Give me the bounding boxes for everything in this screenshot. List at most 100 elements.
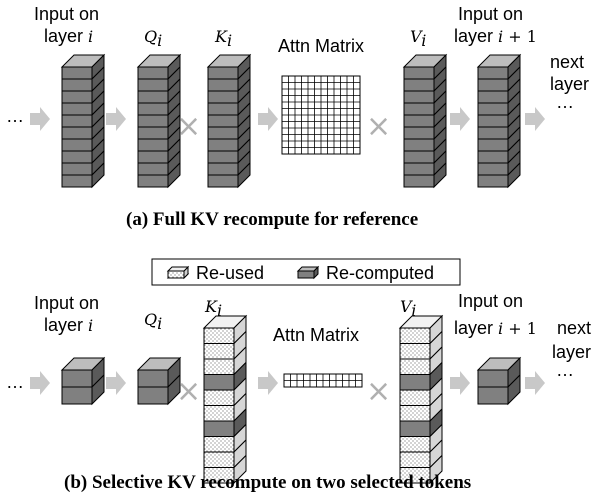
- a-attn-grid: [281, 75, 361, 155]
- panel-b: Re-used Re-computed Input on layer i Qi …: [6, 258, 591, 493]
- a-input-block-cell-0: [61, 66, 93, 80]
- b-q-label: Qi: [144, 310, 162, 333]
- b-arrow-0: [30, 371, 50, 395]
- b-arrow-4: [525, 371, 545, 395]
- a-next-input-block-cell-1: [477, 78, 509, 92]
- a-input-block: [60, 53, 106, 189]
- a-input-block-cell-5: [61, 126, 93, 140]
- b-next-input-label-line2: layer i + 1: [454, 318, 537, 338]
- b-v-block-cell-7: [399, 436, 431, 453]
- a-q-block-cell-6: [137, 138, 169, 152]
- a-arrow-4: [525, 107, 545, 131]
- b-next-layer-label-line2: layer: [552, 342, 591, 362]
- a-k-block-cell-2: [207, 90, 239, 104]
- b-k-label: Ki: [204, 297, 222, 320]
- a-input-block-cell-6: [61, 138, 93, 152]
- b-k-block: [202, 314, 248, 485]
- a-k-block-cell-1: [207, 78, 239, 92]
- a-k-block-cell-5: [207, 126, 239, 140]
- a-arrows: [30, 107, 545, 131]
- a-q-block-cell-5: [137, 126, 169, 140]
- a-k-block-cell-6: [207, 138, 239, 152]
- a-v-block-cell-6: [403, 138, 435, 152]
- a-input-block-cell-8: [61, 162, 93, 176]
- b-k-block-cell-3: [203, 374, 235, 391]
- b-v-block-cell-6: [399, 420, 431, 437]
- a-ellipsis-left: …: [6, 106, 24, 126]
- b-input-label-line1: Input on: [34, 293, 99, 313]
- b-arrows: [30, 371, 545, 395]
- a-attn-label: Attn Matrix: [278, 36, 364, 56]
- b-times-2: ×: [366, 374, 391, 409]
- b-v-block-cell-0: [399, 327, 431, 344]
- b-next-input-block-cell-0: [477, 369, 509, 388]
- b-q-block-cell-1: [137, 386, 169, 405]
- a-k-block-cell-4: [207, 114, 239, 128]
- a-v-block: [402, 53, 448, 189]
- a-v-block-cell-4: [403, 114, 435, 128]
- b-v-block-cell-2: [399, 358, 431, 375]
- b-v-block-cell-9: [399, 467, 431, 484]
- b-k-block-cell-8: [203, 451, 235, 468]
- a-next-input-label-line1: Input on: [458, 4, 523, 24]
- b-k-block-cell-1: [203, 343, 235, 360]
- a-next-input-block-cell-0: [477, 66, 509, 80]
- a-v-block-cell-7: [403, 150, 435, 164]
- b-v-block-cell-4: [399, 389, 431, 406]
- b-input-block: [60, 356, 106, 406]
- a-next-input-block-cell-8: [477, 162, 509, 176]
- a-input-label-line2: layer i: [44, 26, 93, 46]
- b-input-block-cell-1: [61, 386, 93, 405]
- b-v-block-cell-1: [399, 343, 431, 360]
- a-v-block-cell-8: [403, 162, 435, 176]
- a-input-block-cell-9: [61, 174, 93, 188]
- a-k-block: [206, 53, 252, 189]
- a-v-block-cell-9: [403, 174, 435, 188]
- a-next-input-block-cell-6: [477, 138, 509, 152]
- a-input-block-cell-2: [61, 90, 93, 104]
- b-blocks: [60, 314, 522, 485]
- a-k-block-cell-0: [207, 66, 239, 80]
- a-q-label: Qi: [144, 27, 162, 50]
- a-input-block-cell-7: [61, 150, 93, 164]
- a-arrow-3: [450, 107, 470, 131]
- legend-recomputed-label: Re-computed: [326, 263, 434, 283]
- b-next-input-block: [476, 356, 522, 406]
- b-next-input-block-cell-1: [477, 386, 509, 405]
- a-k-block-cell-7: [207, 150, 239, 164]
- a-next-input-block-cell-4: [477, 114, 509, 128]
- b-ellipsis-left: …: [6, 372, 24, 392]
- a-q-block-cell-0: [137, 66, 169, 80]
- b-times-1: ×: [176, 374, 201, 409]
- a-q-block-cell-8: [137, 162, 169, 176]
- a-times-1: ×: [176, 109, 201, 144]
- b-arrow-3: [450, 371, 470, 395]
- a-v-label: Vi: [410, 27, 426, 50]
- a-k-label: Ki: [214, 27, 232, 50]
- b-next-input-label-line1: Input on: [458, 291, 523, 311]
- panel-a: Input on layer i Qi Ki Attn Matrix Vi In…: [6, 4, 589, 230]
- a-q-block-cell-3: [137, 102, 169, 116]
- b-v-block-cell-8: [399, 451, 431, 468]
- b-k-block-cell-9: [203, 467, 235, 484]
- b-caption: (b) Selective KV recompute on two select…: [64, 472, 471, 493]
- a-input-block-cell-4: [61, 114, 93, 128]
- a-caption: (a) Full KV recompute for reference: [126, 209, 418, 230]
- legend-recomputed-icon: [296, 265, 320, 280]
- b-v-block-cell-5: [399, 405, 431, 422]
- b-input-block-cell-0: [61, 369, 93, 388]
- a-input-block-cell-3: [61, 102, 93, 116]
- b-k-block-cell-5: [203, 405, 235, 422]
- a-input-block-cell-1: [61, 78, 93, 92]
- a-times-2: ×: [366, 109, 391, 144]
- a-next-input-label-line2: layer i + 1: [454, 26, 537, 46]
- a-v-block-cell-5: [403, 126, 435, 140]
- a-arrow-0: [30, 107, 50, 131]
- a-arrow-1: [106, 107, 126, 131]
- a-q-block-cell-1: [137, 78, 169, 92]
- a-next-input-block: [476, 53, 522, 189]
- b-arrow-2: [258, 371, 278, 395]
- a-next-input-block-cell-2: [477, 90, 509, 104]
- b-v-block-cell-3: [399, 374, 431, 391]
- b-arrow-1: [106, 371, 126, 395]
